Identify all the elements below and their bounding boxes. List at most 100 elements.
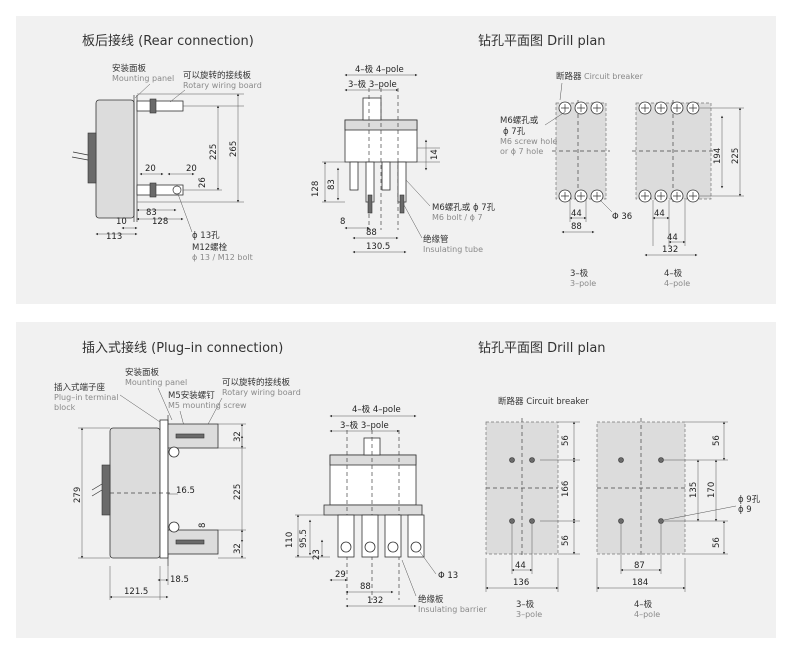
breaker-handle — [72, 151, 89, 156]
dim-56c: 56 — [712, 435, 722, 446]
phi-13: Φ 13 — [438, 571, 458, 581]
dim-56a: 56 — [561, 435, 571, 446]
m6-hole-label-2: ϕ 7孔 — [503, 127, 526, 137]
dim-44-b: 44 — [515, 561, 526, 571]
breaker-handle-b — [91, 483, 103, 491]
plug-in-terminal-block — [159, 419, 169, 559]
dim-135: 135 — [689, 482, 699, 498]
upper-stud — [136, 100, 184, 112]
hole-13-label: ϕ 13孔 — [192, 231, 220, 241]
three-pole-dim-label: 3–极 3–pole — [348, 79, 397, 90]
dim-32b: 32 — [233, 543, 243, 554]
mounting-panel-label-en: Mounting panel — [112, 74, 174, 83]
dim-225-b: 225 — [233, 484, 243, 500]
breaker-front-handle — [362, 97, 382, 121]
dim-18-5: 18.5 — [170, 575, 189, 585]
four-pole-dim-label: 4–极 4–pole — [355, 64, 404, 75]
m5-screw-label-en: M5 mounting screw — [168, 401, 247, 410]
dim-132-b: 132 — [367, 596, 383, 606]
dim-88: 88 — [366, 228, 377, 238]
rotary-board-label-b: 可以旋转的接线板 — [222, 377, 291, 388]
terminal-block-label: 插入式端子座 — [54, 382, 106, 393]
mounting-panel-label: 安装面板 — [112, 63, 147, 74]
m6-bolt-label: M6螺孔或 ϕ 7孔 — [432, 202, 496, 213]
rear-front-view: 4–极 4–pole 3–极 3–pole 128 83 14 8 88 130… — [311, 64, 496, 254]
terminal-block-label-en-2: block — [54, 403, 76, 412]
bottom-drill-plan: 断路器 Circuit breaker 56 166 56 44 136 3–极… — [485, 396, 761, 619]
drill-plan-title-top: 钻孔平面图 Drill plan — [478, 34, 606, 49]
dim-265: 265 — [229, 141, 239, 157]
dim-8-b: 8 — [198, 523, 208, 528]
dim-184: 184 — [632, 578, 648, 588]
dim-110: 110 — [285, 532, 295, 548]
dim-16-5: 16.5 — [176, 486, 195, 496]
m6-hole-label-en: M6 screw hole — [500, 137, 557, 146]
four-pole-label-en: 4–pole — [664, 279, 690, 288]
insulating-tube-label: 绝缘管 — [423, 234, 449, 245]
dim-10: 10 — [116, 217, 127, 227]
mounting-panel-label-b: 安装面板 — [125, 367, 160, 378]
drill-4pole-holes — [638, 101, 700, 203]
dim-113: 113 — [106, 232, 122, 242]
dim-136: 136 — [513, 578, 529, 588]
mounting-panel-label-b-en: Mounting panel — [125, 378, 187, 387]
dim-44a: 44 — [571, 209, 582, 219]
insulating-barrier-label: 绝缘板 — [418, 594, 444, 605]
three-pole-label-b-en: 3–pole — [516, 610, 542, 619]
dim-29: 29 — [335, 570, 346, 580]
dim-170: 170 — [707, 482, 717, 498]
dim-20a: 20 — [145, 164, 156, 174]
m12-bolt-label: M12螺栓 — [192, 242, 228, 253]
dim-32a: 32 — [233, 431, 243, 442]
insulating-tube-label-en: Insulating tube — [423, 245, 483, 254]
rotary-board-label-en: Rotary wiring board — [183, 81, 262, 90]
three-pole-label-en: 3–pole — [570, 279, 596, 288]
m6-hole-label-en-2: or ϕ 7 hole — [500, 147, 543, 156]
dim-225b: 225 — [731, 148, 741, 164]
four-pole-label: 4–极 — [664, 268, 683, 279]
breaker-label-bottom: 断路器 Circuit breaker — [498, 396, 589, 407]
m12-bolt-label-en: ϕ 13 / M12 bolt — [192, 253, 253, 262]
breaker-label-top-en: Circuit breaker — [584, 72, 644, 81]
breaker-label-top: 断路器 — [556, 71, 582, 82]
dim-83: 83 — [146, 208, 157, 218]
insulating-barrier-plate — [323, 504, 423, 516]
m5-screw-label: M5安装螺钉 — [168, 390, 215, 401]
dim-23: 23 — [312, 549, 322, 560]
top-drill-plan: 断路器 Circuit breaker M6螺孔或 ϕ 7孔 M6 screw … — [500, 71, 744, 288]
dim-20b: 20 — [186, 164, 197, 174]
m6-bolt-label-en: M6 bolt / ϕ 7 — [432, 213, 483, 222]
dim-225: 225 — [209, 144, 219, 160]
rear-connection-title: 板后接线 (Rear connection) — [82, 33, 254, 49]
four-pole-label-b: 4–极 — [634, 599, 653, 610]
terminal-block-label-en: Plug–in terminal — [54, 393, 118, 402]
plug-in-connection-title: 插入式接线 (Plug–in connection) — [82, 340, 283, 356]
breaker-body-side — [95, 99, 135, 219]
lower-stud — [136, 184, 184, 196]
dim-166: 166 — [561, 481, 571, 497]
rear-side-view: 225 265 20 20 26 83 128 10 113 安装面板 Moun… — [71, 63, 262, 262]
dim-8: 8 — [340, 217, 345, 227]
dim-44b: 44 — [654, 209, 665, 219]
dim-132: 132 — [662, 245, 678, 255]
rotary-board-label: 可以旋转的接线板 — [183, 70, 252, 81]
dim-130-5: 130.5 — [366, 242, 390, 252]
four-pole-dim-label-b: 4–极 4–pole — [352, 404, 401, 415]
hole-9-label-en: ϕ 9 — [738, 505, 752, 515]
breaker-handle-base — [87, 132, 97, 184]
plugin-side-view: 插入式端子座 Plug–in terminal block 安装面板 Mount… — [54, 367, 301, 600]
plugin-front-view: 4–极 4–pole 3–极 3–pole 110 95.5 23 29 — [285, 404, 487, 614]
dim-128b: 128 — [311, 181, 321, 197]
insulating-barrier-label-en: Insulating barrier — [418, 605, 487, 614]
three-pole-label-b: 3–极 — [516, 599, 535, 610]
dim-83b: 83 — [327, 179, 337, 190]
hole-9-label: ϕ 9孔 — [738, 495, 761, 505]
dim-194: 194 — [713, 148, 723, 164]
rotary-board-label-b-en: Rotary wiring board — [222, 388, 301, 397]
drill-3pole-holes — [558, 101, 604, 203]
plug-in-terminals-front — [337, 514, 425, 558]
dim-128: 128 — [152, 217, 168, 227]
phi-36: Φ 36 — [612, 212, 632, 222]
dim-95-5: 95.5 — [299, 529, 309, 548]
